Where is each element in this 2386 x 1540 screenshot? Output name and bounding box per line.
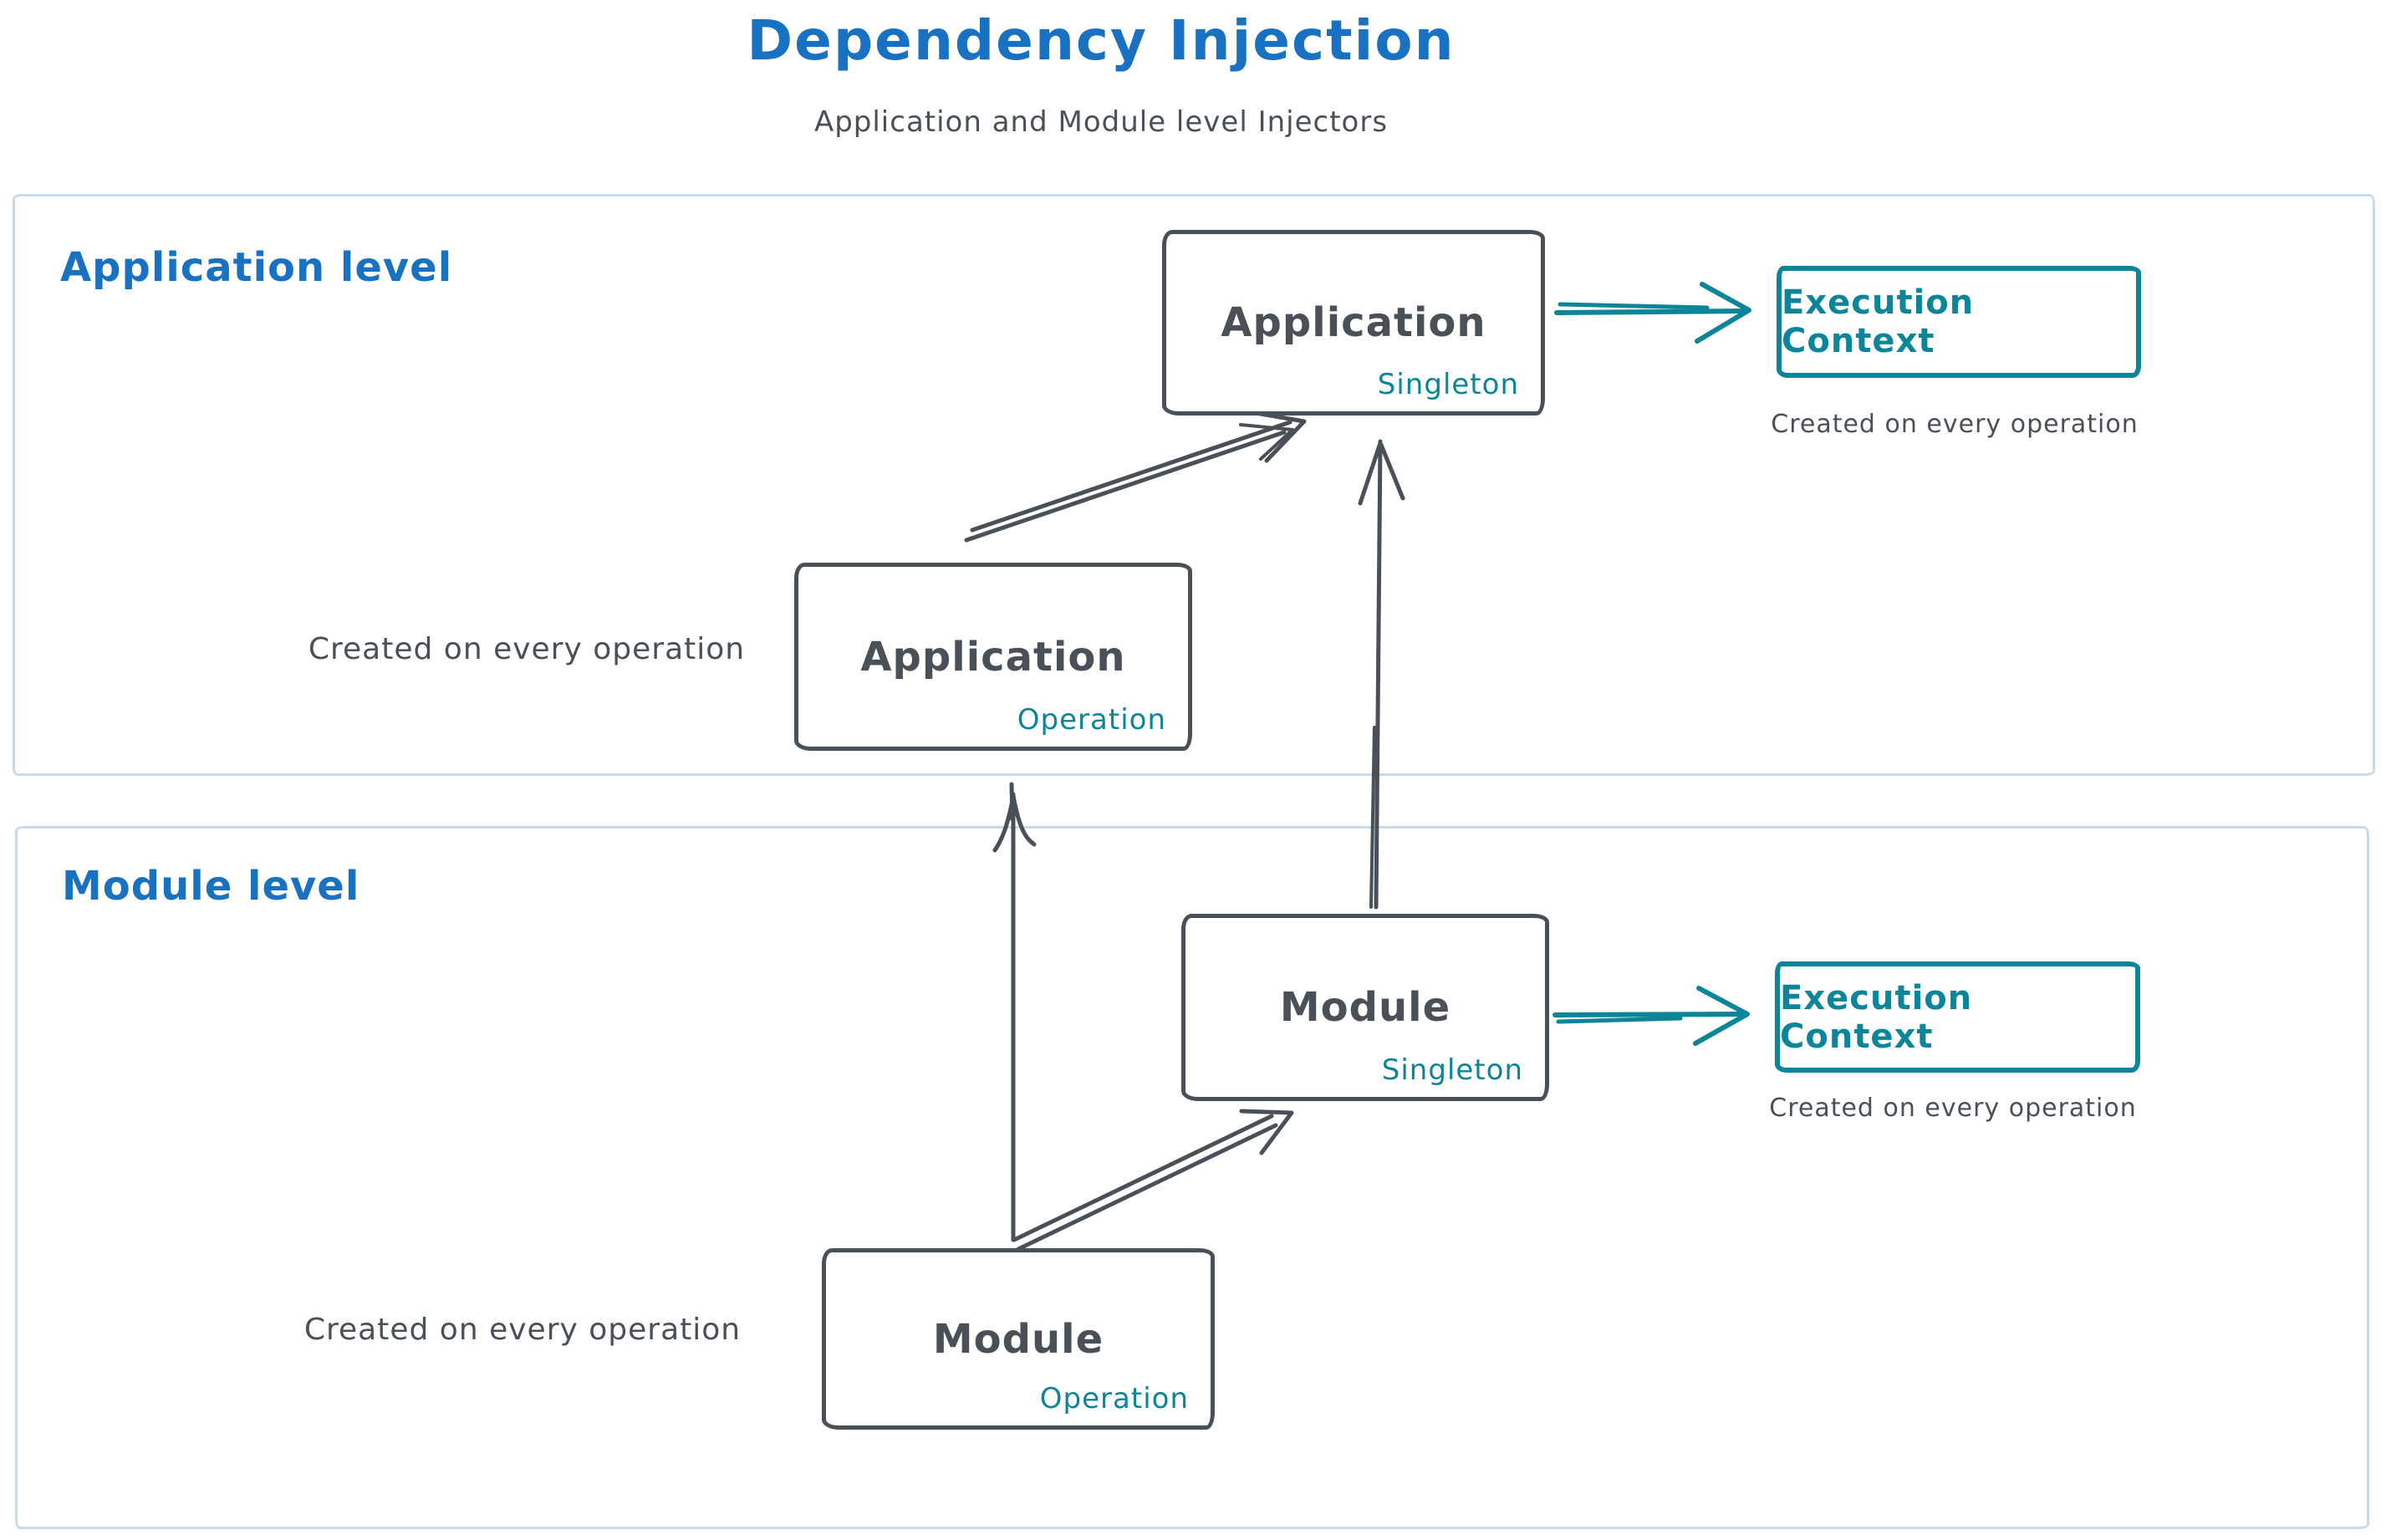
node-module-singleton: Module Singleton xyxy=(1181,914,1549,1101)
node-application-operation-title: Application xyxy=(860,633,1126,681)
execution-context-application-title: Execution Context xyxy=(1782,283,1975,360)
node-module-singleton-title: Module xyxy=(1279,984,1451,1031)
node-application-operation: Application Operation xyxy=(794,563,1192,751)
caption-application-operation: Created on every operation xyxy=(308,632,746,666)
node-application-singleton-title: Application xyxy=(1221,299,1486,346)
application-level-label: Application level xyxy=(60,244,453,291)
caption-execution-context-application: Created on every operation xyxy=(1771,410,2139,439)
caption-module-operation: Created on every operation xyxy=(303,1313,742,1347)
node-execution-context-application: Execution Context xyxy=(1777,266,2141,378)
execution-context-module-title: Execution Context xyxy=(1780,978,1973,1056)
caption-execution-context-module: Created on every operation xyxy=(1769,1094,2137,1123)
diagram-subtitle: Application and Module level Injectors xyxy=(813,105,1389,139)
diagram-title: Dependency Injection xyxy=(747,8,1456,73)
module-level-section xyxy=(15,826,2369,1529)
node-module-singleton-scope: Singleton xyxy=(1381,1053,1523,1087)
node-application-operation-scope: Operation xyxy=(1017,703,1166,737)
application-level-section xyxy=(13,194,2375,776)
node-execution-context-module: Execution Context xyxy=(1775,961,2140,1073)
node-module-operation-scope: Operation xyxy=(1039,1382,1189,1415)
module-level-label: Module level xyxy=(62,863,360,910)
node-module-operation-title: Module xyxy=(932,1315,1104,1363)
node-application-singleton: Application Singleton xyxy=(1162,230,1545,416)
node-application-singleton-scope: Singleton xyxy=(1377,368,1519,401)
node-module-operation: Module Operation xyxy=(822,1248,1215,1430)
